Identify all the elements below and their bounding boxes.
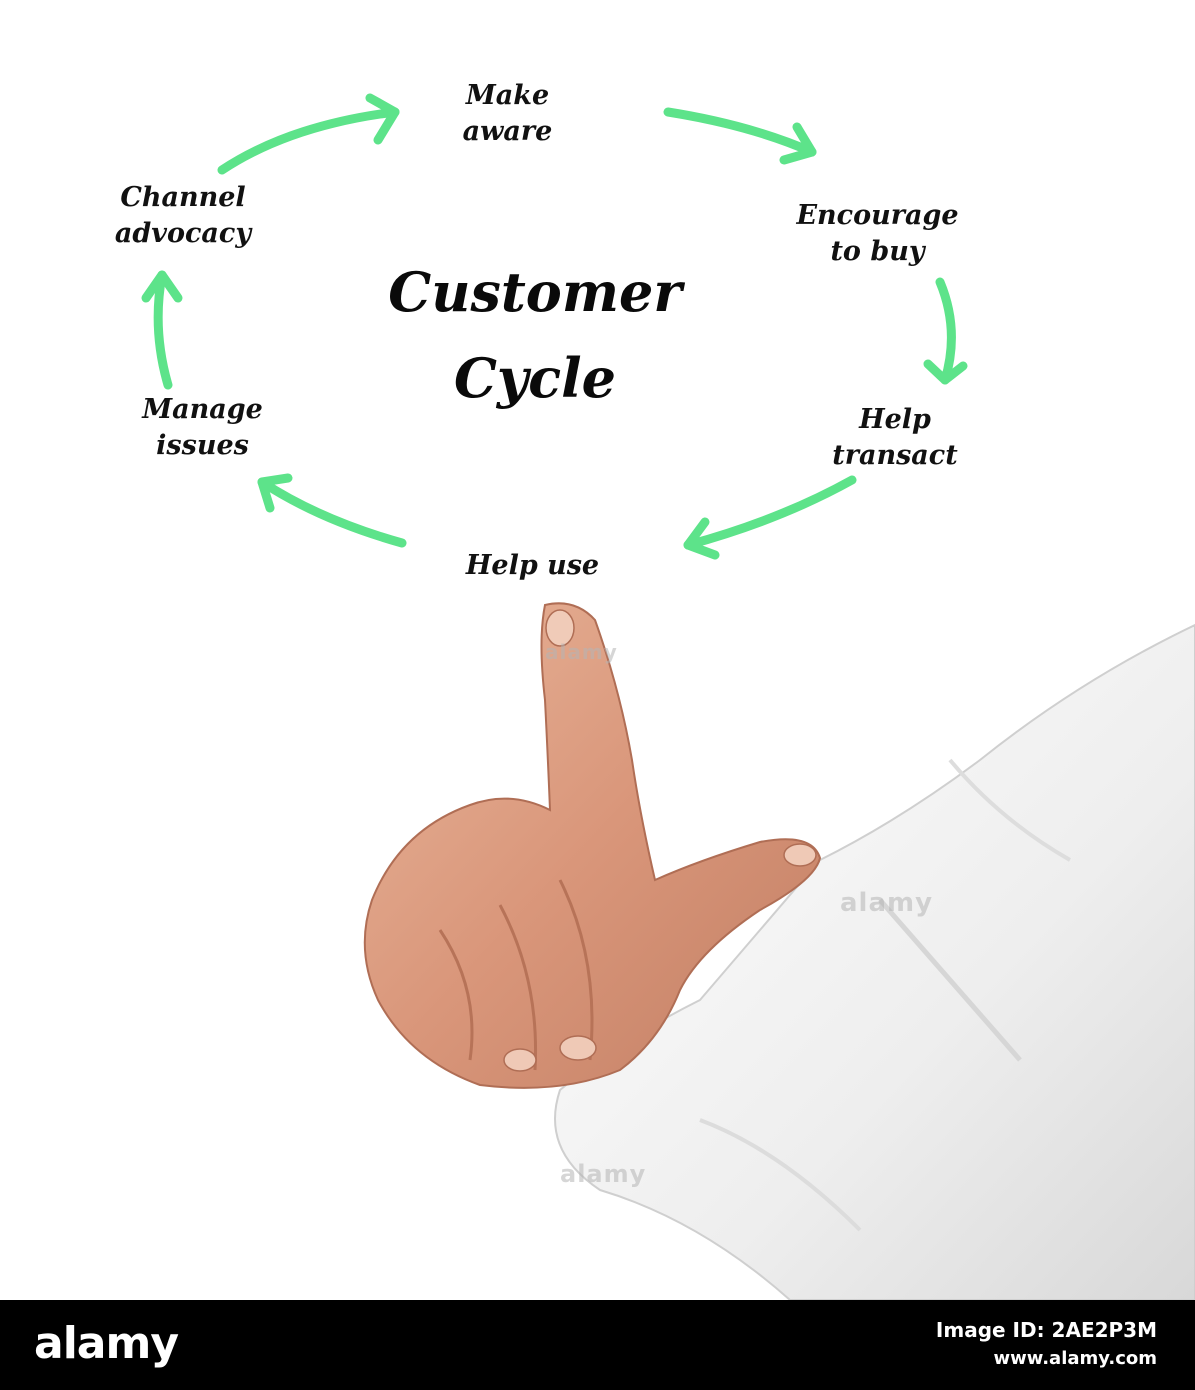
step-label-line: Manage <box>142 394 263 425</box>
step-label-line: transact <box>832 440 958 471</box>
step-channel-advocacy: Channel advocacy <box>68 180 298 252</box>
step-label-line: Channel <box>120 182 246 213</box>
alamy-logo: alamy <box>34 1318 179 1369</box>
step-help-transact: Help transact <box>790 402 1000 474</box>
arrow-help-use-to-manage-issues <box>257 473 407 548</box>
arrow-manage-issues-to-channel <box>141 270 183 390</box>
step-label-line: Help <box>859 404 931 435</box>
stock-footer: alamy Image ID: 2AE2P3M www.alamy.com <box>0 1300 1195 1390</box>
step-label-line: Encourage <box>796 200 959 231</box>
watermark: alamy <box>545 640 618 664</box>
hand <box>363 602 822 1089</box>
arrow-help-transact-to-help-use <box>683 475 857 560</box>
step-make-aware: Make aware <box>400 78 615 150</box>
step-help-use: Help use <box>425 548 640 584</box>
diagram-title-line2: Cycle <box>453 346 617 410</box>
watermark: alamy <box>840 888 934 918</box>
shirt-sleeve <box>554 623 1195 1300</box>
image-id: Image ID: 2AE2P3M <box>935 1318 1157 1342</box>
step-manage-issues: Manage issues <box>95 392 310 464</box>
step-label-line: Help use <box>465 550 600 581</box>
arrow-encourage-to-help-transact <box>923 277 968 385</box>
step-label-line: to buy <box>830 236 925 267</box>
step-label-line: aware <box>462 116 553 147</box>
watermark: alamy <box>560 1160 647 1188</box>
step-label-line: advocacy <box>114 218 252 249</box>
arrow-channel-to-make-aware <box>217 93 400 175</box>
site-url: www.alamy.com <box>993 1348 1157 1369</box>
step-label-line: Make <box>465 80 550 111</box>
arrow-make-aware-to-encourage <box>663 107 817 165</box>
pointing-hand-image <box>363 602 1195 1300</box>
diagram-title-line1: Customer <box>388 260 682 324</box>
step-encourage-to-buy: Encourage to buy <box>755 198 1000 270</box>
step-label-line: issues <box>156 430 249 461</box>
cycle-arrows <box>141 93 968 560</box>
